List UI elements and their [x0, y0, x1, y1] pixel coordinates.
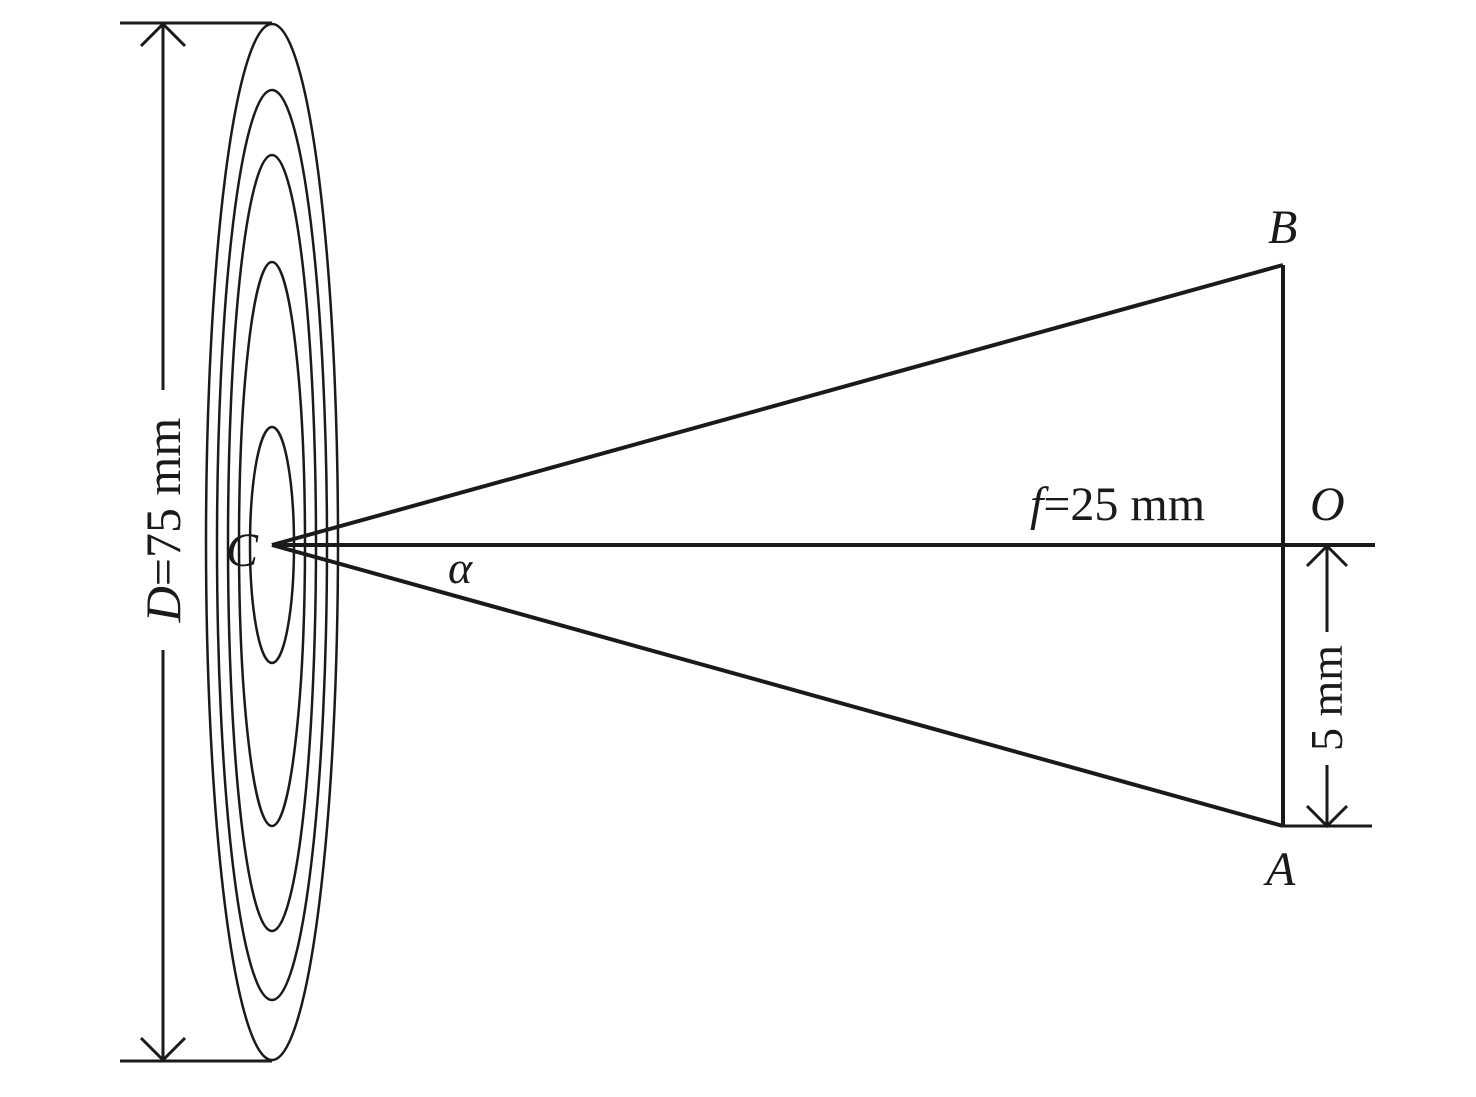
focal-length-label: f=25 mm	[1030, 478, 1205, 531]
angle-alpha-label: α	[448, 542, 473, 593]
diameter-dimension: D=75 mm	[120, 21, 272, 1063]
point-c-label: C	[226, 524, 259, 577]
half-height-label: 5 mm	[1301, 645, 1352, 751]
ray-c-to-a	[271, 543, 1284, 828]
point-a-label: A	[1263, 843, 1296, 896]
geometry-lines	[271, 263, 1375, 828]
point-o-label: O	[1310, 478, 1345, 531]
half-height-arrow-top	[1305, 543, 1349, 568]
point-b-label: B	[1268, 201, 1297, 254]
half-height-arrow-bottom	[1305, 804, 1349, 829]
diameter-arrow-top	[139, 21, 187, 48]
diameter-label: D=75 mm	[135, 418, 191, 624]
half-height-dimension: 5 mm	[1301, 543, 1352, 829]
diameter-arrow-bottom	[139, 1036, 187, 1063]
point-labels: B O A C α f=25 mm	[226, 201, 1345, 896]
ray-c-to-b	[271, 263, 1284, 547]
